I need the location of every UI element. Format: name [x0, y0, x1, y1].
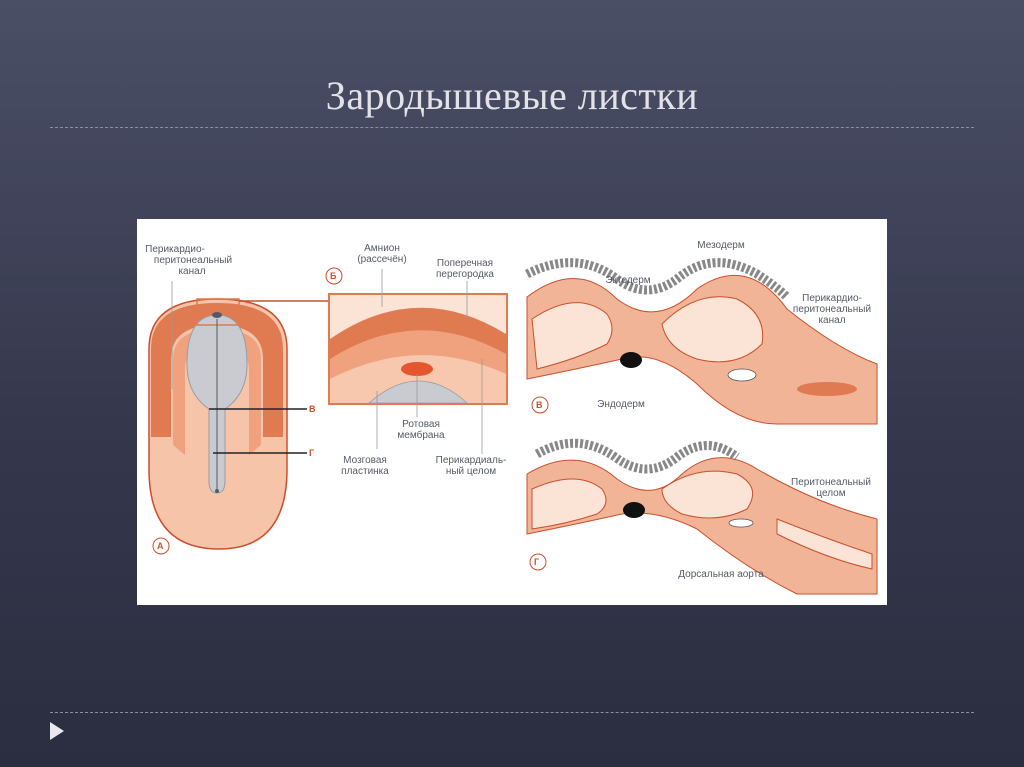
- label-pericardio-2: перитонеальный: [154, 255, 232, 266]
- label-endoderm: Эндодерм: [597, 399, 645, 410]
- label-pericardio-3: канал: [178, 266, 205, 277]
- panel-label-b: Б: [330, 271, 337, 281]
- panel-g-section: Г Перитонеальный целом Дорсальная аорта: [526, 438, 878, 595]
- label-ppc-1: Перикардио-: [802, 293, 862, 304]
- footer-divider: [50, 712, 974, 713]
- embryo-figure: А В Г Перикардио- перитонеальный канал Б…: [137, 219, 887, 605]
- label-septum-2: перегородка: [436, 269, 494, 280]
- label-ppc-3: канал: [818, 315, 845, 326]
- slide-title: Зародышевые листки: [325, 73, 699, 118]
- label-brain-2: пластинка: [341, 466, 389, 477]
- label-pcoelom-2: ный целом: [446, 466, 496, 477]
- panel-v-section: В Эктодерм Мезодерм Эндодерм Перикардио-…: [524, 240, 878, 425]
- panel-label-a: А: [157, 541, 164, 551]
- panel-label-g-marker: Г: [309, 448, 314, 458]
- label-peritoneal-2: целом: [816, 488, 845, 499]
- triangle-right-icon[interactable]: [50, 722, 64, 740]
- panel-label-v-marker: В: [309, 404, 316, 414]
- panel-a-embryo: А В Г Перикардио- перитонеальный канал: [145, 244, 329, 555]
- panel-label-v: В: [536, 400, 543, 410]
- label-pericardio-1: Перикардио-: [145, 244, 205, 255]
- label-ectoderm: Эктодерм: [605, 275, 650, 286]
- label-ppc-2: перитонеальный: [793, 304, 871, 315]
- panel-b-section: Б Амнион (рассечён) Поперечная перегород…: [325, 243, 508, 477]
- label-oral-2: мембрана: [397, 429, 445, 441]
- label-oral-1: Ротовая: [402, 419, 440, 430]
- label-mesoderm: Мезодерм: [697, 240, 745, 251]
- title-divider: [50, 127, 974, 128]
- label-dorsal-aorta: Дорсальная аорта: [678, 569, 764, 580]
- label-brain-1: Мозговая: [343, 455, 387, 466]
- label-septum-1: Поперечная: [437, 258, 493, 269]
- label-amnion-1: Амнион: [364, 243, 400, 254]
- panel-label-g: Г: [534, 557, 539, 567]
- embryo-diagram: А В Г Перикардио- перитонеальный канал Б…: [145, 240, 878, 595]
- label-peritoneal-1: Перитонеальный: [791, 477, 871, 488]
- label-amnion-2: (рассечён): [357, 254, 406, 265]
- label-pcoelom-1: Перикардиаль-: [436, 455, 507, 466]
